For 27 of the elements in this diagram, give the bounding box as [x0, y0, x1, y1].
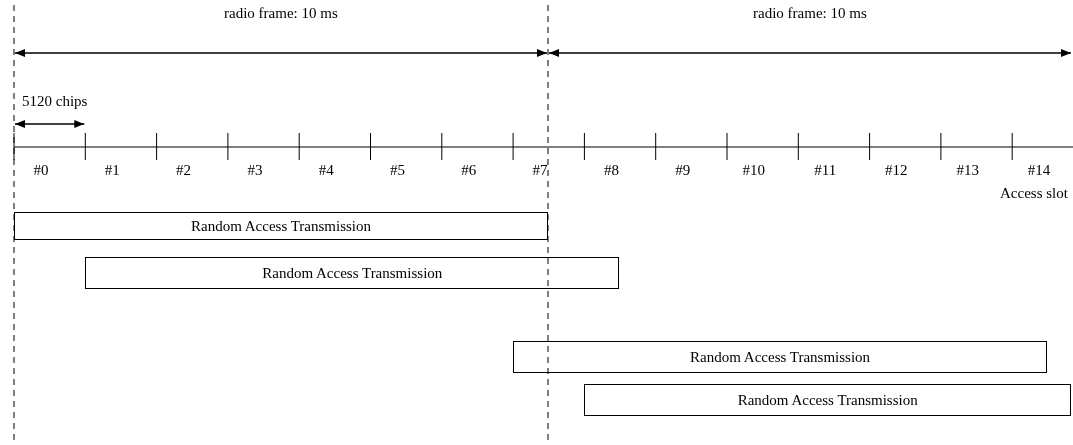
- slot-number: #2: [176, 161, 192, 179]
- slot-number: #1: [104, 161, 120, 179]
- slot-number: #4: [318, 161, 334, 179]
- slot-number: #10: [742, 161, 765, 179]
- dimension-label: 5120 chips: [22, 92, 88, 110]
- slot-number: #5: [390, 161, 405, 179]
- slot-number: #7: [532, 161, 548, 179]
- box-label: Random Access Transmission: [737, 391, 918, 409]
- box-label: Random Access Transmission: [191, 217, 371, 235]
- transmission-box: [513, 341, 1048, 373]
- slot-number: #0: [33, 161, 49, 179]
- slot-number: #11: [814, 161, 837, 179]
- slot-number: #13: [956, 161, 979, 179]
- dimension-label: radio frame: 10 ms: [224, 4, 338, 22]
- transmission-box: [85, 257, 620, 289]
- slot-number: #8: [603, 161, 619, 179]
- transmission-box: [584, 384, 1071, 416]
- box-label: Random Access Transmission: [690, 348, 871, 366]
- slot-number: #3: [247, 161, 263, 179]
- box-label: Random Access Transmission: [262, 264, 443, 282]
- slot-number: #9: [675, 161, 691, 179]
- slot-number: #6: [461, 161, 477, 179]
- transmission-box: [14, 212, 548, 240]
- slot-number: #14: [1027, 161, 1051, 179]
- dimension-label: radio frame: 10 ms: [753, 4, 867, 22]
- axis-label: Access slot: [1000, 184, 1068, 202]
- slot-number: #12: [885, 161, 908, 179]
